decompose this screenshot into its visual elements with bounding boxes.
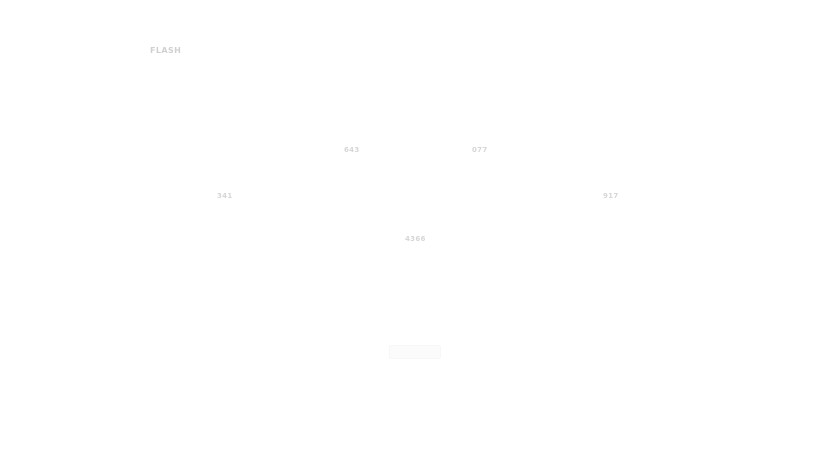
ghost-button[interactable]	[389, 345, 441, 359]
number-node-far-right[interactable]: 917	[603, 192, 619, 200]
number-node-far-left[interactable]: 341	[217, 192, 233, 200]
number-node-right-top[interactable]: 077	[472, 146, 488, 154]
number-node-left-top[interactable]: 643	[344, 146, 360, 154]
brand-logo: FLASH	[150, 46, 182, 55]
header-menu-area[interactable]	[655, 48, 683, 57]
number-node-center[interactable]: 4366	[405, 235, 426, 243]
